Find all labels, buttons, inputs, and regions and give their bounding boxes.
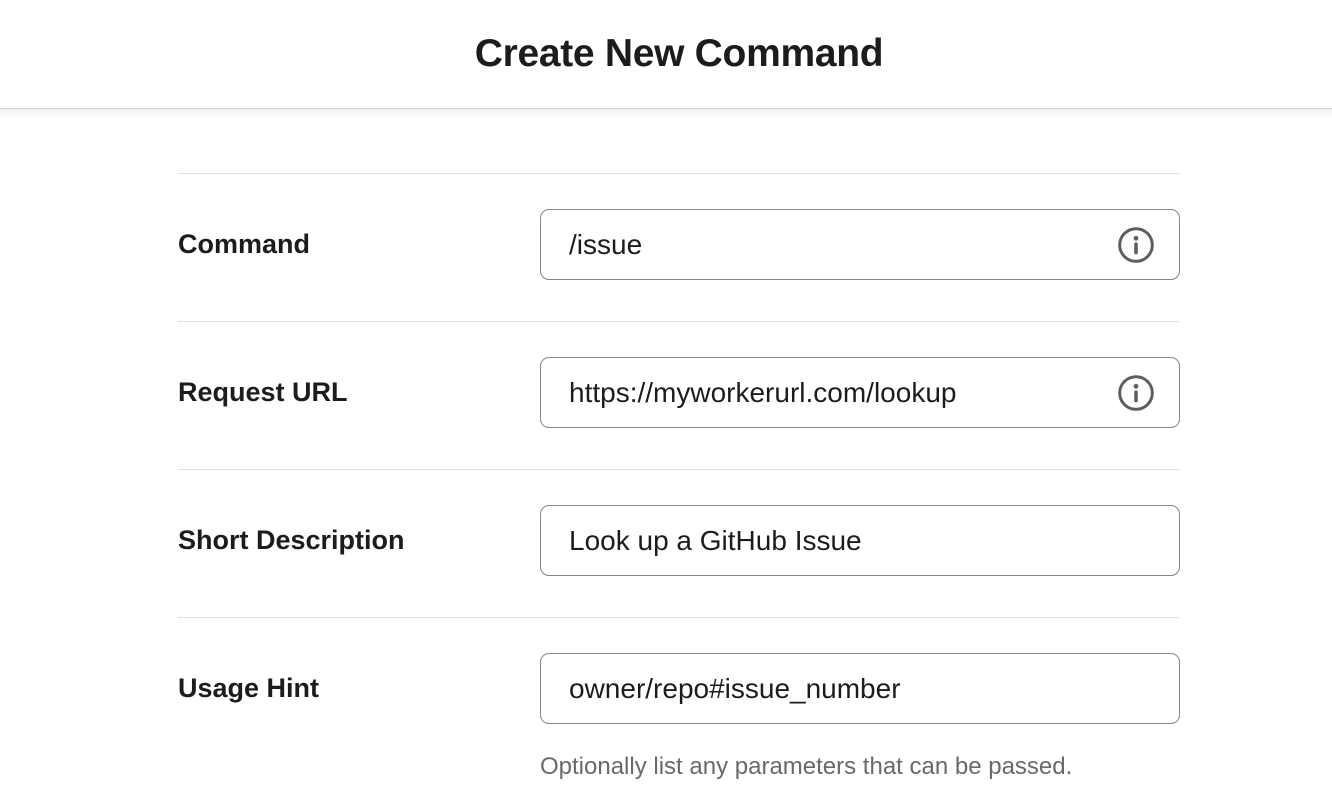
usage-hint-input-wrap [540,653,1180,724]
usage-hint-helper-text: Optionally list any parameters that can … [540,753,1073,780]
request-url-label: Request URL [178,377,348,407]
page-header: Create New Command [0,0,1332,120]
usage-hint-input[interactable] [540,653,1180,724]
create-command-form: Command Request URL [178,173,1180,810]
form-row-usage-hint: Usage Hint Optionally list any parameter… [178,617,1180,810]
command-input-wrap [540,209,1180,280]
form-container: Command Request URL [178,109,1180,810]
usage-hint-label: Usage Hint [178,673,320,703]
form-row-request-url: Request URL [178,321,1180,469]
page-title: Create New Command [474,32,884,75]
command-input[interactable] [540,209,1180,280]
short-description-input[interactable] [540,505,1180,576]
request-url-input[interactable] [540,357,1180,428]
info-icon [1117,226,1155,264]
header-inner: Create New Command [178,0,1180,108]
request-url-input-wrap [540,357,1180,428]
short-description-input-wrap [540,505,1180,576]
short-description-label: Short Description [178,525,405,555]
command-info-button[interactable] [1117,226,1155,264]
request-url-info-button[interactable] [1117,374,1155,412]
info-icon [1117,374,1155,412]
form-row-command: Command [178,173,1180,321]
form-row-short-description: Short Description [178,469,1180,617]
command-label: Command [178,229,311,259]
